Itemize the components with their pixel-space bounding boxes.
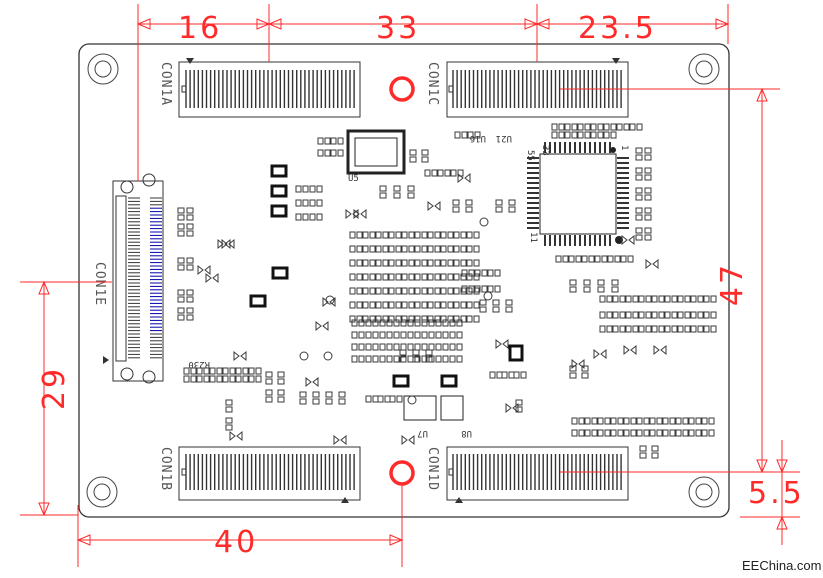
dim-16: 16 xyxy=(178,11,222,46)
dim-29: 29 xyxy=(37,366,72,410)
dim-47: 47 xyxy=(715,262,750,306)
watermark: EEChina.com xyxy=(742,558,821,573)
chip-u8: U8 xyxy=(440,395,472,438)
bold-parts xyxy=(249,164,524,388)
pin-label-33: 33 xyxy=(540,145,550,156)
connector-con1b: CON1B xyxy=(158,446,361,503)
mounting-hole-tl xyxy=(87,53,119,85)
dim-40: 40 xyxy=(214,525,258,560)
mounting-hole-br xyxy=(688,476,720,508)
label-r230: R230 xyxy=(188,359,210,369)
dim-5-5: 5.5 xyxy=(748,476,805,511)
label-u8: U8 xyxy=(461,428,472,438)
label-con1a: CON1A xyxy=(158,62,173,106)
label-u21: U21 xyxy=(496,133,512,143)
pin-label-1: 1 xyxy=(619,145,629,150)
label-con1d: CON1D xyxy=(425,447,440,491)
connector-con1d: CON1D xyxy=(425,446,629,503)
mounting-hole-tr xyxy=(688,53,720,85)
connector-con1a: CON1A xyxy=(158,58,361,118)
chip-u7: U7 xyxy=(403,395,437,438)
label-con1c: CON1C xyxy=(425,62,440,106)
mounting-hole-bl xyxy=(86,476,118,508)
dim-23-5: 23.5 xyxy=(578,11,657,46)
label-u7: U7 xyxy=(417,428,428,438)
dimension-arrows xyxy=(38,18,788,546)
label-con1e: CON1E xyxy=(92,262,107,306)
pin-label-11: 11 xyxy=(528,232,538,243)
dim-33: 33 xyxy=(376,11,420,46)
passive-components xyxy=(177,123,717,459)
label-u5: U5 xyxy=(348,174,359,184)
label-con1b: CON1B xyxy=(158,447,173,491)
pin-label-55: 55 xyxy=(525,150,535,161)
connector-con1e: CON1E xyxy=(92,173,164,384)
red-marker-bottom xyxy=(389,460,415,486)
chip-u5: U5 xyxy=(346,129,406,184)
red-marker-top xyxy=(389,76,415,102)
